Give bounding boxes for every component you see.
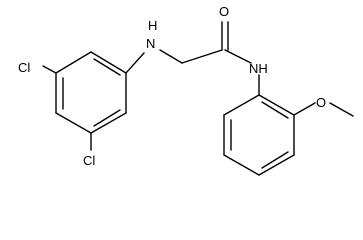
bond — [329, 102, 354, 117]
carbonyl-oxygen-label: O — [219, 4, 229, 19]
bond — [223, 154, 260, 176]
bond — [258, 94, 295, 116]
chlorine-label-top: Cl — [18, 60, 30, 75]
amide-nh-label: NH — [249, 61, 268, 76]
bond — [125, 52, 145, 74]
amine-hydrogen-label: H — [148, 18, 157, 33]
amine-nitrogen-label: N — [146, 36, 155, 51]
bond — [55, 51, 92, 74]
bond — [90, 112, 127, 134]
ether-oxygen-label: O — [316, 95, 326, 110]
bond — [90, 51, 127, 74]
linker — [125, 21, 260, 96]
aromatic-inner-bond — [93, 109, 121, 127]
dichlorophenyl-ring — [42, 51, 127, 151]
bond — [181, 49, 223, 64]
bond — [293, 102, 316, 116]
bond — [159, 49, 183, 64]
bond — [258, 154, 295, 176]
bond — [55, 112, 92, 134]
aromatic-inner-bond — [93, 58, 121, 76]
aromatic-inner-bond — [261, 151, 289, 169]
bond — [223, 94, 260, 116]
aromatic-inner-bond — [261, 101, 289, 119]
methoxyphenyl-ring — [223, 94, 354, 176]
bond — [42, 65, 57, 74]
chlorine-label-bottom: Cl — [83, 153, 95, 168]
bond — [224, 49, 252, 64]
molecule-structure: Cl Cl H N O NH O — [18, 4, 354, 176]
